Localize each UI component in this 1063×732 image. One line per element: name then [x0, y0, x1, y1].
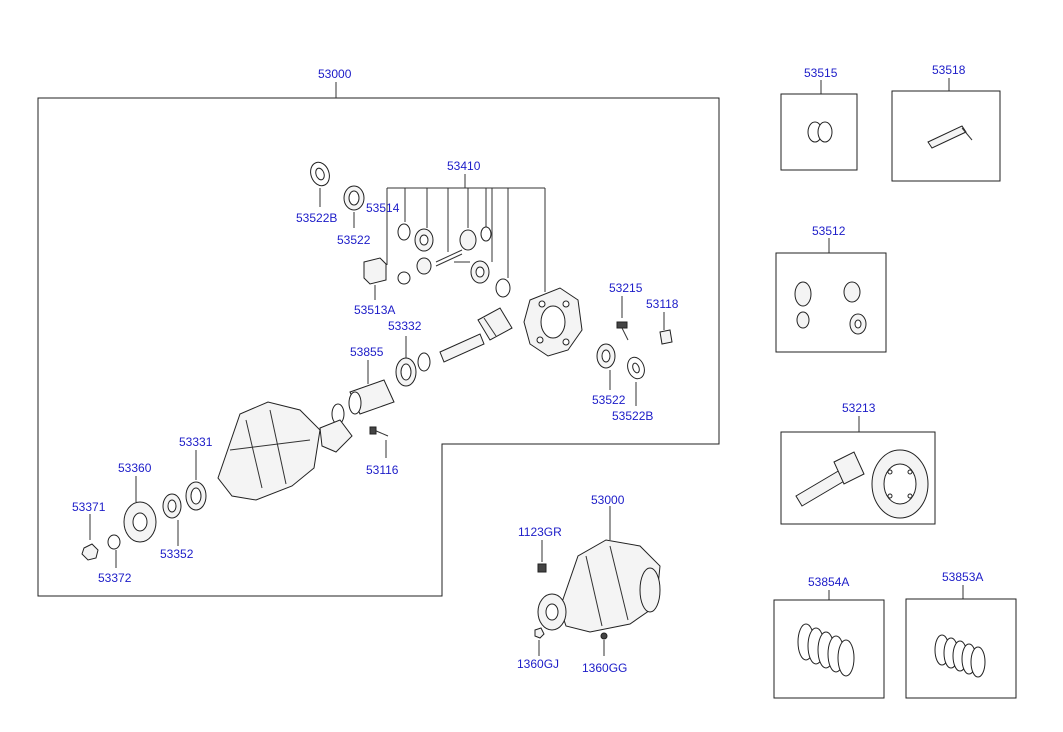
- block-53513a: [363, 257, 387, 300]
- label-53515[interactable]: 53515: [804, 66, 838, 80]
- nut-1360gg: [600, 632, 608, 656]
- shim-stack-icon-2: [934, 634, 986, 678]
- label-1360gj[interactable]: 1360GJ: [517, 657, 559, 671]
- nut-53371: [81, 514, 99, 561]
- washer-53372: [107, 534, 121, 568]
- washer-53522b-top: [310, 161, 330, 207]
- kit-box-53854a: [773, 599, 885, 699]
- label-53213[interactable]: 53213: [842, 401, 876, 415]
- label-53000-main[interactable]: 53000: [318, 67, 352, 81]
- drive-pinion: [439, 307, 513, 363]
- label-53854a[interactable]: 53854A: [808, 575, 849, 589]
- kit-box-53853a: [905, 598, 1017, 699]
- kit-box-53515: [780, 93, 858, 171]
- label-53410[interactable]: 53410: [447, 159, 481, 173]
- spacer-53855: [348, 360, 395, 415]
- gear-set-icon: [794, 281, 867, 335]
- label-53360[interactable]: 53360: [118, 461, 152, 475]
- label-53215[interactable]: 53215: [609, 281, 643, 295]
- bolt-53215: [616, 296, 629, 341]
- differential-parts: [397, 223, 511, 298]
- shim-set-icon: [807, 121, 833, 143]
- flange-53360: [123, 476, 157, 543]
- kit-box-53213: [780, 431, 936, 525]
- label-1360gg[interactable]: 1360GG: [582, 661, 627, 675]
- label-53372[interactable]: 53372: [98, 571, 132, 585]
- bearing-53332: [395, 336, 431, 387]
- label-53853a[interactable]: 53853A: [942, 570, 983, 584]
- bearing-53522-top: [343, 185, 365, 228]
- label-53518[interactable]: 53518: [932, 63, 966, 77]
- label-53118[interactable]: 53118: [646, 297, 679, 311]
- bolt-1123gr: [537, 540, 547, 573]
- label-53331[interactable]: 53331: [179, 435, 213, 449]
- differential-case: [523, 287, 583, 357]
- label-53855[interactable]: 53855: [350, 345, 384, 359]
- bearing-53331: [185, 450, 207, 511]
- kit-box-53518: [891, 90, 1001, 182]
- washer-53522b-bot: [627, 356, 645, 406]
- carrier-assembly-complete: [537, 539, 661, 633]
- label-53522-bot[interactable]: 53522: [592, 393, 626, 407]
- label-53522b-bot[interactable]: 53522B: [612, 409, 653, 423]
- ring-and-pinion-icon: [795, 449, 929, 519]
- label-53332[interactable]: 53332: [388, 319, 422, 333]
- label-53522b-top[interactable]: 53522B: [296, 211, 337, 225]
- main-assembly-frame: [37, 82, 720, 597]
- label-53116[interactable]: 53116: [366, 463, 399, 477]
- kit-box-53512: [775, 252, 887, 353]
- carrier-housing: [217, 401, 353, 501]
- bracket-53410: [386, 174, 546, 292]
- bolt-53116: [369, 426, 389, 458]
- label-53000-sub[interactable]: 53000: [591, 493, 625, 507]
- label-53522-top[interactable]: 53522: [337, 233, 371, 247]
- label-53512[interactable]: 53512: [812, 224, 846, 238]
- label-1123gr[interactable]: 1123GR: [518, 525, 562, 539]
- bearing-53522-bot: [596, 343, 616, 390]
- label-53371[interactable]: 53371: [72, 500, 106, 514]
- shim-stack-icon: [797, 623, 855, 677]
- label-53514[interactable]: 53514: [366, 201, 400, 215]
- seal-53352: [162, 493, 182, 546]
- label-53352[interactable]: 53352: [160, 547, 194, 561]
- nut-1360gj: [534, 627, 545, 656]
- label-53513a[interactable]: 53513A: [354, 303, 395, 317]
- pin-icon: [927, 125, 973, 149]
- clip-53118: [659, 312, 673, 345]
